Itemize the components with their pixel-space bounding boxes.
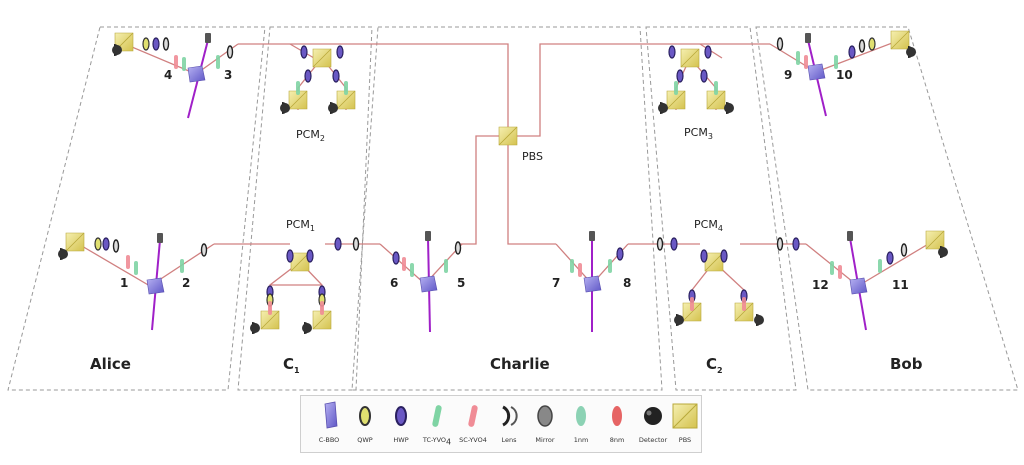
label-pcm3-sub: 3	[707, 132, 713, 142]
label-port-4: 4	[164, 68, 173, 82]
label-charlie: Charlie	[490, 355, 550, 373]
label-port-1: 1	[120, 276, 129, 290]
label-port-8: 8	[623, 276, 632, 290]
filter-1nm-icon	[576, 406, 586, 426]
label-pcm3: PCM3	[684, 126, 713, 141]
label-port-6: 6	[390, 276, 399, 290]
legend-item-lens: Lens	[489, 396, 529, 452]
label-port-11: 11	[892, 278, 909, 292]
panel-c1	[237, 26, 373, 391]
pbs-icon	[672, 403, 698, 429]
label-port-7: 7	[552, 276, 561, 290]
label-pcm2-main: PCM	[296, 128, 320, 141]
legend-label: Detector	[638, 436, 668, 444]
label-pcm2-sub: 2	[319, 134, 325, 144]
legend-label: Lens	[501, 436, 517, 444]
label-pcm3-main: PCM	[684, 126, 708, 139]
legend-item-qwp: QWP	[345, 396, 385, 452]
legend-item-1nm: 1nm	[561, 396, 601, 452]
legend-label: 1nm	[573, 436, 589, 444]
crystal-icon	[324, 401, 338, 429]
mirror-icon	[537, 405, 553, 427]
legend-label-tc: TC-YVO	[422, 436, 447, 444]
sc-yvo4-icon	[468, 405, 478, 427]
filter-8nm-icon	[612, 406, 622, 426]
label-c2: C2	[706, 355, 723, 375]
legend-label: HWP	[393, 436, 409, 444]
label-pcm1-main: PCM	[286, 218, 310, 231]
legend-label: C-BBO	[318, 436, 340, 444]
legend-item-8nm: 8nm	[597, 396, 637, 452]
lens-icon	[502, 405, 518, 427]
label-pbs: PBS	[522, 150, 543, 163]
legend-label: Mirror	[535, 436, 555, 444]
hwp-icon	[395, 406, 407, 426]
label-port-9: 9	[784, 68, 793, 82]
panel-c2	[645, 26, 797, 391]
qwp-icon	[359, 406, 371, 426]
legend-item-detector: Detector	[633, 396, 673, 452]
label-pcm4-main: PCM	[694, 218, 718, 231]
label-pcm4: PCM4	[694, 218, 723, 233]
label-c1-main: C	[283, 355, 295, 373]
label-port-5: 5	[457, 276, 466, 290]
legend-label: 8nm	[609, 436, 625, 444]
legend-label: TC-YVO4	[422, 436, 452, 447]
label-c2-sub: 2	[717, 366, 723, 375]
legend-item-hwp: HWP	[381, 396, 421, 452]
legend-item-cbbo: C-BBO	[309, 396, 349, 452]
legend-item-sc-yvo4: SC-YVO4	[453, 396, 493, 452]
label-c1-sub: 1	[294, 366, 300, 375]
label-port-12: 12	[812, 278, 829, 292]
label-port-2: 2	[182, 276, 191, 290]
legend-item-tc-yvo4: TC-YVO4	[417, 396, 457, 452]
legend-label: QWP	[357, 436, 373, 444]
label-pcm2: PCM2	[296, 128, 325, 143]
label-alice: Alice	[90, 355, 131, 373]
panel-bob	[755, 26, 1019, 391]
legend: C-BBO QWP HWP TC-YVO4 SC-YVO4 Lens Mirro…	[300, 395, 702, 453]
legend-item-mirror: Mirror	[525, 396, 565, 452]
tc-yvo4-icon	[432, 405, 442, 427]
label-port-10: 10	[836, 68, 853, 82]
legend-item-pbs: PBS	[665, 396, 705, 452]
panel-charlie	[351, 26, 663, 391]
label-c1: C1	[283, 355, 300, 375]
label-pcm1-sub: 1	[309, 224, 315, 234]
detector-icon	[644, 407, 662, 425]
label-pcm4-sub: 4	[717, 224, 723, 234]
label-bob: Bob	[890, 355, 923, 373]
pump-beams	[151, 39, 867, 333]
label-c2-main: C	[706, 355, 718, 373]
legend-label: PBS	[678, 436, 692, 444]
label-port-3: 3	[224, 68, 233, 82]
beam-paths	[74, 39, 936, 320]
legend-label: SC-YVO4	[459, 436, 487, 444]
label-pcm1: PCM1	[286, 218, 315, 233]
